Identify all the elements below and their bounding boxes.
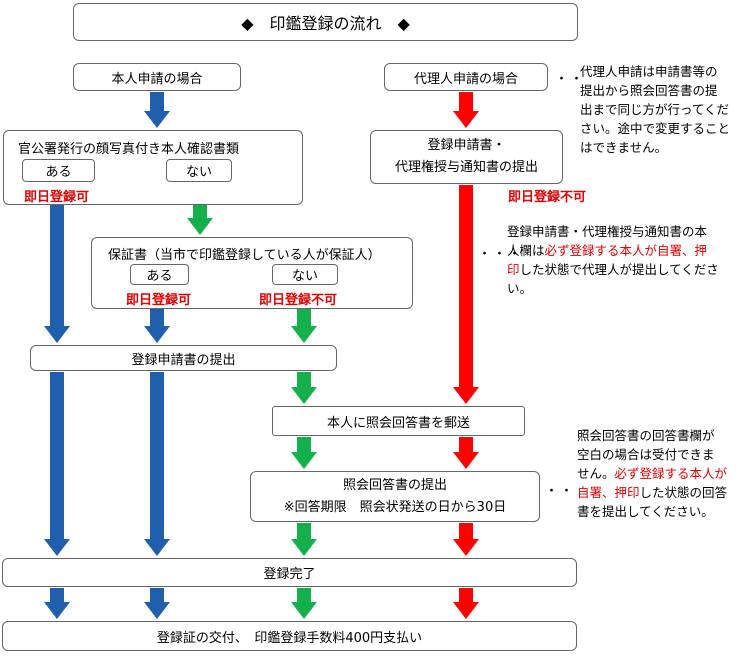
proxy-note2-line-2a: 人欄は — [507, 243, 545, 258]
green-arrow-id-no-to-guarantor — [187, 205, 213, 235]
proxy-note2-line-4: い。 — [507, 281, 533, 296]
red-arrow-reply-to-done — [453, 523, 479, 556]
id-documents-label: 官公署発行の顔写真付き本人確認書類 — [18, 142, 240, 157]
red-arrow-mail-to-reply — [453, 437, 479, 469]
reply-submit-line-1: 照会回答書の提出 — [342, 477, 447, 493]
guarantor-yes-label: ある — [146, 269, 173, 284]
reply-note-line-3b: 必ず登録する本人が — [614, 466, 728, 481]
reply-note-line-4b: した状態の回答 — [639, 485, 728, 500]
page-title: ◆ 印鑑登録の流れ ◆ — [73, 3, 578, 41]
reply-deadline-note: ※回答期限 照会状発送の日から30日 — [283, 499, 507, 515]
submit-application-label: 登録申請書の提出 — [131, 352, 236, 368]
guarantor-no-box: ない — [272, 264, 338, 285]
proxy-note2: 登録申請書・代理権授与通知書の本 人欄は必ず登録する本人が自署、押 印した状態で… — [507, 222, 719, 298]
proxy-note2-dots: ・・・ — [478, 247, 524, 262]
mail-reply-form-label: 本人に照会回答書を郵送 — [326, 415, 470, 431]
id-no-label: ない — [185, 165, 212, 180]
reply-note-dots: ・・ — [545, 484, 576, 499]
blue-arrow-done-to-final-2 — [144, 588, 170, 619]
guarantor-no-label: ない — [291, 269, 318, 284]
red-arrow-submit-to-mail — [453, 185, 479, 404]
proxy-same-day-ng-label: 即日登録不可 — [508, 190, 587, 205]
proxy-note-line-2: 提出から照会回答書の提 — [580, 83, 718, 98]
proxy-note2-line-2b: 必ず登録する本人が自署、押 — [544, 243, 708, 258]
proxy-note-line-5: はできません。 — [580, 140, 668, 155]
proxy-note: 代理人申請は申請書等の 提出から照会回答書の提 出まで同じ方が行ってくだ さい。… — [580, 62, 730, 157]
proxy-note-dots: ・・ — [555, 72, 586, 87]
proxy-note2-line-3: 印した状態で代理人が提出してくださ — [507, 260, 719, 279]
green-arrow-reply-to-done — [291, 523, 317, 556]
proxy-note-line-1: 代理人申請は申請書等の — [580, 64, 718, 79]
reply-note-line-1: 照会回答書の回答書欄が — [577, 428, 715, 443]
proxy-note2-line-2: 人欄は必ず登録する本人が自署、押 — [507, 241, 719, 260]
self-application-label: 本人申請の場合 — [111, 71, 203, 87]
guarantor-label: 保証書（当市で印鑑登録している人が保証人） — [108, 248, 381, 263]
blue-arrow-g-yes-to-submit — [144, 309, 170, 343]
proxy-note-line-3: 出まで同じ方が行ってくだ — [580, 102, 730, 117]
proxy-application-box: 代理人申請の場合 — [384, 63, 548, 91]
id-yes-label: ある — [45, 165, 72, 180]
green-arrow-mail-to-reply — [291, 437, 317, 469]
mail-reply-form-box: 本人に照会回答書を郵送 — [272, 406, 525, 436]
proxy-submit-box: 登録申請書・ 代理権授与通知書の提出 — [370, 130, 563, 184]
green-arrow-g-no-to-submit — [291, 309, 317, 343]
blue-arrow-id-yes-to-submit — [44, 205, 70, 343]
green-arrow-done-to-final — [291, 588, 317, 619]
reply-note: 照会回答書の回答書欄が 空白の場合は受付できま せん。必ず登録する本人が 自署、… — [577, 426, 727, 521]
red-arrow-done-to-final — [453, 588, 479, 619]
certificate-issue-label: 登録証の交付、 印鑑登録手数料400円支払い — [156, 630, 423, 646]
blue-arrow-self-to-id — [144, 92, 170, 128]
reply-submit-box: 照会回答書の提出 ※回答期限 照会状発送の日から30日 — [250, 471, 540, 522]
blue-arrow-g-yes-to-done — [144, 372, 170, 556]
id-yes-box: ある — [22, 159, 95, 182]
reply-note-line-5: 書を提出してください。 — [577, 504, 714, 519]
guarantor-yes-box: ある — [130, 264, 189, 285]
reply-note-line-3: せん。必ず登録する本人が — [577, 464, 727, 483]
id-no-box: ない — [166, 159, 232, 182]
blue-arrow-id-yes-to-done — [44, 372, 70, 556]
red-arrow-proxy-to-submit — [453, 92, 479, 128]
guarantor-same-day-ng-label: 即日登録不可 — [259, 293, 338, 308]
proxy-note2-line-3a: 印 — [507, 262, 520, 277]
same-day-ok-label: 即日登録可 — [24, 190, 90, 205]
proxy-note2-line-1: 登録申請書・代理権授与通知書の本 — [507, 224, 708, 239]
reply-note-line-2: 空白の場合は受付できま — [577, 447, 715, 462]
proxy-application-label: 代理人申請の場合 — [413, 71, 518, 87]
self-application-box: 本人申請の場合 — [73, 63, 241, 91]
reply-note-line-3a: せん。 — [577, 466, 615, 481]
certificate-issue-box: 登録証の交付、 印鑑登録手数料400円支払い — [2, 621, 577, 651]
blue-arrow-done-to-final-1 — [44, 588, 70, 619]
proxy-submit-line-1: 登録申請書・ — [427, 138, 506, 153]
registration-complete-label: 登録完了 — [263, 567, 316, 582]
guarantor-same-day-ok-label: 即日登録可 — [126, 293, 192, 308]
green-arrow-submit-to-mail — [291, 372, 317, 404]
submit-application-box: 登録申請書の提出 — [30, 345, 337, 371]
proxy-submit-line-2: 代理権授与通知書の提出 — [394, 160, 538, 175]
registration-complete-box: 登録完了 — [2, 558, 577, 587]
proxy-note-line-4: さい。途中で変更すること — [580, 121, 731, 136]
page-title-text: ◆ 印鑑登録の流れ ◆ — [241, 14, 410, 33]
reply-note-line-4a: 自署、押印 — [577, 485, 640, 500]
reply-note-line-4: 自署、押印した状態の回答 — [577, 483, 727, 502]
proxy-note2-line-3b: した状態で代理人が提出してくださ — [519, 262, 719, 277]
